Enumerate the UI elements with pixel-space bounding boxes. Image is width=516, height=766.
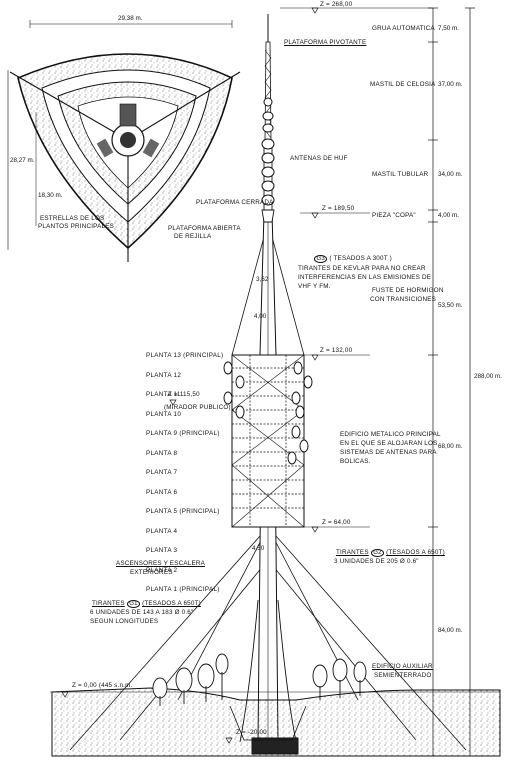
segment-value-lattice: 37,00 m. [438,81,463,88]
plan-width: 29,38 m. [118,15,143,22]
elevation-18950: Z = 189,50 [322,205,355,212]
label-g2-title: TIRANTES G2 (TESADOS A 650T) [336,549,445,557]
plan-legend2: PLANTOS PRINCIPALES [38,223,115,230]
g2-prefix: TIRANTES [336,549,369,556]
label-g3-desc1: TIRANTES DE KEVLAR PARA NO CREAR [298,265,426,272]
floor-label: PLANTA 1 (PRINCIPAL) [146,586,220,593]
label-edif4: BOLICAS. [340,458,371,465]
label-edif1: EDIFICIO METALICO PRINCIPAL [340,431,441,438]
g2-title-text: (TESADOS A 650T) [386,549,445,556]
label-elevators1: ASCENSORES Y ESCALERA [116,560,206,567]
g2-code: G2 [370,549,385,557]
g1-prefix: TIRANTES [92,600,125,607]
label-fuste2: CON TRANSICIONES [370,296,437,303]
segment-label-copa: PIEZA "COPA" [372,212,416,219]
label-g3-title: G3 ( TESADOS A 300T ) [314,255,392,263]
label-g3-desc2: INTERFERENCIAS EN LAS EMISIONES DE [298,274,432,281]
elevation-11550: Z = 115,50 [168,391,200,398]
g3-title-text: TESADOS A 300T [333,255,388,262]
trees [152,653,367,706]
main-building [223,354,313,528]
floor-label: PLANTA 7 [146,469,178,476]
label-edif2: EN EL QUE SE ALOJARAN LOS [340,440,438,447]
label-aux2: SEMIENTERRADO [374,672,432,679]
label-g2-desc: 3 UNIDADES DE 205 Ø 0.6" [334,558,419,565]
label-edif3: SISTEMAS DE ANTENAS PARA [340,449,437,456]
plan-view [7,20,241,262]
segment-label-lattice: MASTIL DE CELOSIA [370,81,436,88]
floor-label: PLANTA 3 [146,547,178,554]
label-antennas: ANTENAS DE HUF [290,155,348,162]
g3-code: G3 [314,255,328,263]
floor-label: PLANTA 5 (PRINCIPAL) [146,508,220,515]
elevation-markers [61,7,319,744]
segment-value-base: 84,00 m. [438,627,463,634]
label-g1-title: TIRANTES G1 (TESADOS A 650T) [92,600,201,608]
elevation-top: Z = 268,00 [320,1,353,8]
segment-label-crane: GRUA AUTOMATICA [372,25,435,32]
segment-label-tubular: MASTIL TUBULAR [372,171,429,178]
label-g1-desc2: SEGUN LONGITUDES [90,618,159,625]
floor-label: PLANTA 13 (PRINCIPAL) [146,352,224,359]
elevation-6400: Z = 64,00 [322,519,351,526]
floor-label: PLANTA 4 [146,527,178,535]
dim-450: 4,50 [252,545,265,552]
segment-value-edificio: 68,00 m. [438,443,463,450]
floor-label: PLANTA 9 (PRINCIPAL) [146,430,220,437]
label-mirador: (MIRADOR PUBLICO) [164,404,231,411]
plan-open2: DE REJILLA [174,233,212,240]
g1-title-text: (TESADOS A 650T) [142,600,201,607]
dim-362: 3,62 [256,276,269,283]
label-platform: PLATAFORMA PIVOTANTE [284,39,367,46]
plan-open1: PLATAFORMA ABIERTA [168,225,241,232]
total-height: 288,00 m. [474,373,503,380]
label-fuste1: FUSTE DE HORMIGON [372,287,444,294]
floor-label: PLANTA 2 [146,566,178,574]
plan-legend1: ESTRELLAS DE LOS [40,215,105,222]
label-aux1: EDIFICIO AUXILIAR [372,663,433,670]
segment-value-fuste: 53,50 m. [438,302,463,309]
floor-label: PLANTA 10 [146,410,182,418]
label-g1-desc1: 6 UNIDADES DE 143 A 183 Ø 0.6" [90,609,194,616]
floor-label: PLANTA 8 [146,449,178,457]
floor-label: PLANTA 12 [146,371,182,379]
segment-value-crane: 7,50 m. [438,25,459,32]
elevation-ground: Z = 0,00 (445 s.n.m. [72,682,133,689]
label-elevators2: EXTERIORES [130,569,173,576]
elevation-13200: Z = 132,00 [320,347,353,354]
segment-value-tubular: 34,00 m. [438,171,463,178]
floor-label: PLANTA 6 [146,488,178,496]
label-g3-desc3: VHF Y FM. [298,283,331,290]
g1-code: G1 [126,600,141,608]
ground-terrain [50,687,501,757]
dimension-ticks [428,7,475,757]
antenna-array [261,97,275,206]
floor-label: PLANTA 11 [146,391,181,398]
plan-height2: 18,30 m. [38,192,63,199]
segment-value-copa: 4,00 m. [438,212,459,219]
elevation-foundation: Z = -20,00 [236,729,267,736]
plan-closed: PLATAFORMA CERRADA [196,199,274,206]
plan-height1: 28,27 m. [10,157,35,164]
dim-400: 4,00 [254,313,267,320]
